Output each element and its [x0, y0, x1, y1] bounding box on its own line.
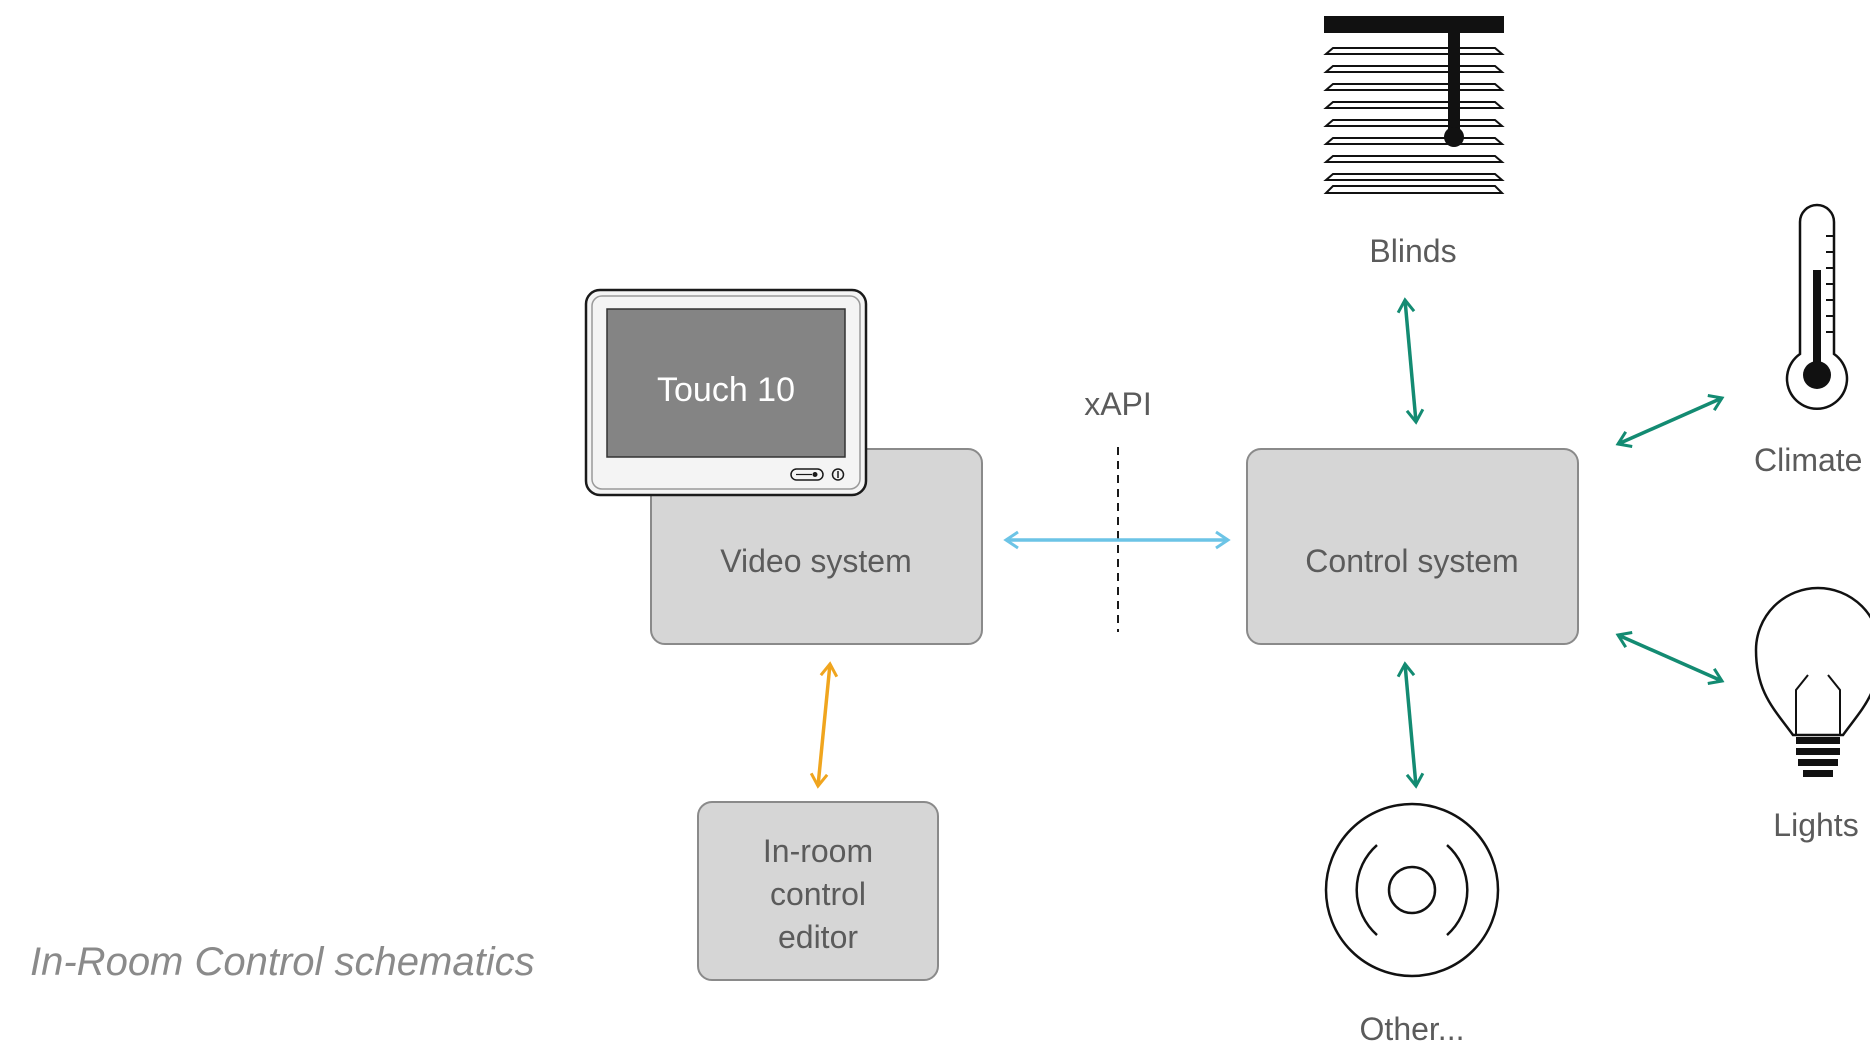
thermometer-icon: [1785, 203, 1849, 410]
mute-button-icon: [831, 468, 845, 481]
climate-arrow: [1615, 394, 1725, 448]
touch-10-device: Touch 10: [584, 288, 868, 497]
in-room-control-editor-node: In-room control editor: [697, 801, 939, 981]
video-system-label: Video system: [720, 543, 912, 579]
other-arrow: [1396, 661, 1425, 789]
editor-arrow: [809, 661, 839, 789]
blinds-icon: [1323, 16, 1505, 194]
blinds-label: Blinds: [1369, 233, 1456, 269]
video-system-node: Video system: [650, 448, 983, 645]
speaker-icon: [1324, 802, 1500, 978]
xapi-label: xAPI: [1084, 386, 1152, 422]
lights-label: Lights: [1773, 807, 1858, 843]
diagram-caption: In-Room Control schematics: [30, 940, 535, 984]
editor-label-line-1: In-room: [763, 833, 873, 869]
control-system-label: Control system: [1305, 543, 1518, 579]
climate-label: Climate: [1754, 442, 1862, 478]
blinds-arrow: [1396, 297, 1425, 425]
home-button-icon: [790, 468, 824, 481]
control-system-node: Control system: [1246, 448, 1579, 645]
other-label: Other...: [1360, 1011, 1465, 1047]
touch-10-label: Touch 10: [657, 371, 795, 409]
editor-label-line-2: control: [770, 876, 866, 912]
lights-arrow: [1615, 631, 1725, 685]
lightbulb-icon: [1754, 586, 1870, 777]
editor-label-line-3: editor: [778, 919, 858, 955]
